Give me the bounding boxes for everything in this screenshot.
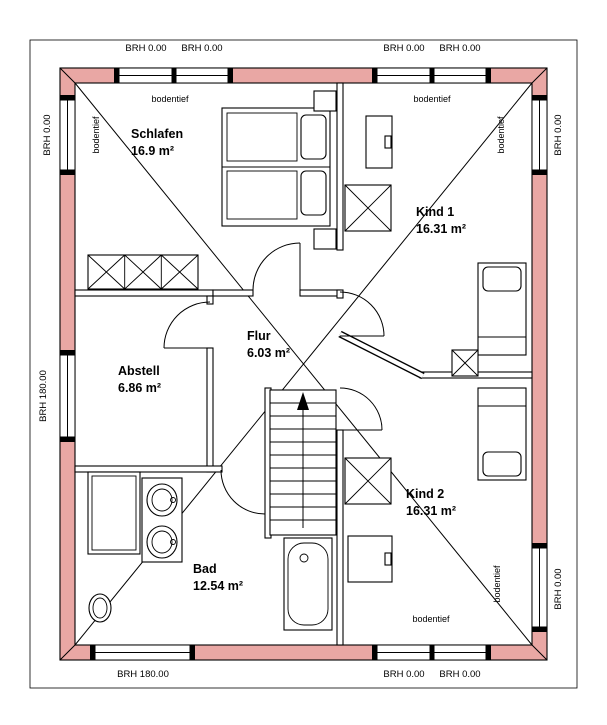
- nightstand: [313, 228, 337, 250]
- wall-schlafen-abstell: [74, 289, 214, 297]
- sink: [146, 483, 178, 517]
- room-area-kind2: 16.31 m²: [406, 504, 456, 518]
- sill-label-top-4: BRH 0.00: [439, 43, 480, 54]
- kind1-furniture: [344, 115, 527, 377]
- bathtub: [283, 537, 333, 631]
- window-top-1: [118, 67, 173, 84]
- door-bad: [220, 469, 266, 515]
- window-top-3: [376, 67, 431, 84]
- cabinet: [365, 115, 393, 169]
- room-label-abstell: Abstell: [118, 364, 160, 378]
- wall-bad-top: [74, 465, 223, 473]
- window-top-2: [175, 67, 229, 84]
- sill-label-top-3: BRH 0.00: [383, 43, 424, 54]
- wall-abstell-stub: [206, 295, 214, 305]
- kind2-furniture: [344, 387, 527, 583]
- wall-flur-right-stub: [336, 289, 344, 299]
- room-label-flur: Flur: [247, 329, 271, 343]
- pillow: [482, 451, 522, 477]
- sill-labels: BRH 0.00 BRH 0.00 BRH 0.00 BRH 0.00 BRH …: [38, 43, 564, 680]
- wall-flur-top-left: [212, 289, 254, 297]
- room-area-bad: 12.54 m²: [193, 579, 243, 593]
- room-area-abstell: 6.86 m²: [118, 381, 161, 395]
- shower: [87, 471, 141, 555]
- sill-label-top-1: BRH 0.00: [125, 43, 166, 54]
- door-abstell: [163, 301, 211, 349]
- sill-label-bottom-3: BRH 0.00: [439, 669, 480, 680]
- sill-label-bottom-1: BRH 180.00: [117, 669, 169, 680]
- wall-abstell-right: [206, 347, 214, 473]
- window-bottom-1: [94, 644, 191, 661]
- sink: [146, 525, 178, 559]
- bodentief-note-left: bodentief: [91, 116, 101, 154]
- wardrobe: [344, 457, 392, 505]
- windows: [59, 67, 548, 661]
- sill-label-bottom-2: BRH 0.00: [383, 669, 424, 680]
- bodentief-note-top-left: bodentief: [151, 94, 189, 104]
- bad-furniture: [87, 471, 333, 631]
- wall-corner-miters: [59, 67, 548, 661]
- room-label-kind1: Kind 1: [416, 205, 454, 219]
- room-labels: Schlafen 16.9 m² Kind 1 16.31 m² Flur 6.…: [118, 127, 466, 593]
- stairs: [269, 389, 337, 536]
- door-schlafen: [252, 242, 301, 291]
- room-label-bad: Bad: [193, 562, 217, 576]
- nightstand-shaft: [451, 349, 479, 377]
- bodentief-note-right-bottom: bodentief: [492, 565, 502, 603]
- wardrobe: [344, 184, 392, 232]
- bed-kind1: [477, 262, 527, 356]
- sill-label-right-2: BRH 0.00: [553, 568, 564, 609]
- toilet: [88, 593, 112, 623]
- window-top-4: [433, 67, 487, 84]
- bodentief-note-right-top: bodentief: [496, 116, 506, 154]
- room-area-schlafen: 16.9 m²: [131, 144, 174, 158]
- door-kind1: [339, 291, 385, 337]
- bodentief-note-bottom-right: bodentief: [412, 614, 450, 624]
- bed-kind2: [477, 387, 527, 481]
- room-area-flur: 6.03 m²: [247, 346, 290, 360]
- wall-flur-top-right: [299, 289, 341, 297]
- window-bottom-2: [376, 644, 431, 661]
- sill-label-left-1: BRH 0.00: [42, 114, 53, 155]
- nightstand: [313, 90, 337, 112]
- bodentief-note-top-right: bodentief: [413, 94, 451, 104]
- window-bottom-3: [433, 644, 487, 661]
- exterior-wall: [59, 67, 548, 661]
- window-left-2: [59, 354, 76, 438]
- room-label-kind2: Kind 2: [406, 487, 444, 501]
- sill-label-left-2: BRH 180.00: [38, 370, 49, 422]
- wall-ticks: [60, 68, 547, 660]
- tub-drain: [299, 553, 309, 563]
- schlafen-furniture: [87, 90, 337, 290]
- wall-flur-diagonal-core: [339, 332, 424, 378]
- doors: [163, 242, 385, 515]
- wall-schlafen-kind1: [336, 82, 344, 251]
- plan-border: [29, 39, 578, 689]
- pillow: [300, 170, 327, 216]
- window-right-2: [531, 547, 548, 628]
- pillow: [300, 114, 327, 160]
- cabinet: [347, 535, 393, 583]
- room-area-kind1: 16.31 m²: [416, 222, 466, 236]
- sill-label-top-2: BRH 0.00: [181, 43, 222, 54]
- window-left-1: [59, 99, 76, 171]
- wall-bad-kind2: [336, 429, 344, 646]
- stair-up-arrow-icon: [297, 392, 309, 410]
- window-right-1: [531, 99, 548, 171]
- window-notes: bodentief bodentief bodentief bodentief …: [91, 94, 506, 624]
- door-kind2: [339, 387, 383, 431]
- vanity-sinks: [141, 477, 183, 563]
- pillow: [482, 266, 522, 292]
- sill-label-right-1: BRH 0.00: [553, 114, 564, 155]
- wardrobe: [87, 254, 199, 290]
- room-label-schlafen: Schlafen: [131, 127, 183, 141]
